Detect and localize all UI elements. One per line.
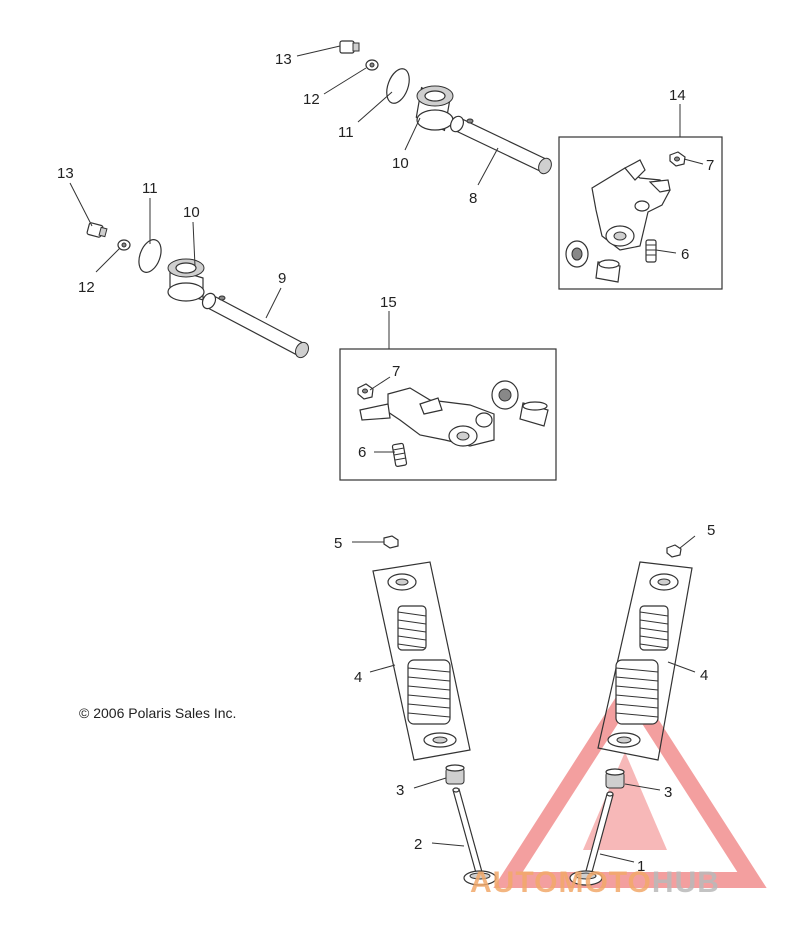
valve-spring-stack-left <box>372 535 497 886</box>
callout-11: 11 <box>142 180 158 197</box>
callout-4: 4 <box>354 669 362 686</box>
shaft-9 <box>201 292 309 359</box>
rocker-arm-assembly-14 <box>558 136 723 290</box>
callout-9: 9 <box>278 270 286 287</box>
valve-seal-3-right <box>605 768 625 789</box>
leader-lines <box>69 45 704 863</box>
callout-13: 13 <box>57 165 74 182</box>
watermark-text: AUTOMOTOHUB <box>470 866 720 899</box>
valve-2 <box>452 787 497 886</box>
cap-10-left <box>167 258 205 302</box>
outer-spring-left <box>407 659 451 725</box>
callout-12: 12 <box>303 91 320 108</box>
callout-7: 7 <box>706 157 714 174</box>
callout-12: 12 <box>78 279 95 296</box>
oring-11-upper <box>386 68 410 104</box>
callout-10: 10 <box>183 204 200 221</box>
rocker-arm-assembly-15 <box>339 348 557 481</box>
callout-3: 3 <box>396 782 404 799</box>
oring-11-left <box>138 239 162 273</box>
keeper-5-left <box>383 535 399 549</box>
callout-7: 7 <box>392 363 400 380</box>
callout-14: 14 <box>669 87 686 104</box>
upper-rocker-shaft-group <box>339 40 552 175</box>
keeper-5-right <box>666 544 682 558</box>
callout-5: 5 <box>707 522 715 539</box>
left-rocker-shaft-group <box>86 222 309 359</box>
screw-13-left <box>86 222 108 238</box>
callout-5: 5 <box>334 535 342 552</box>
shaft-8 <box>449 115 552 175</box>
inner-spring-left <box>397 605 427 651</box>
valve-seal-3-left <box>445 764 465 785</box>
callout-labels: 13 12 11 10 8 14 7 6 13 11 10 12 9 15 7 … <box>57 51 715 875</box>
inner-spring-right <box>639 605 669 651</box>
callout-1: 1 <box>637 858 645 875</box>
watermark-brand: AUTOMOTOHUB <box>470 866 720 899</box>
cap-10-upper <box>415 85 454 132</box>
screw-13-upper <box>339 40 360 54</box>
callout-8: 8 <box>469 190 477 207</box>
valve-1 <box>569 791 614 886</box>
callout-6: 6 <box>681 246 689 263</box>
callout-3: 3 <box>664 784 672 801</box>
callout-15: 15 <box>380 294 397 311</box>
callout-11: 11 <box>338 124 354 141</box>
callout-4: 4 <box>700 667 708 684</box>
outer-spring-right <box>615 659 659 725</box>
callout-2: 2 <box>414 836 422 853</box>
valve-spring-stack-right <box>569 544 693 886</box>
callout-13: 13 <box>275 51 292 68</box>
callout-6: 6 <box>358 444 366 461</box>
callout-10: 10 <box>392 155 409 172</box>
copyright-notice: © 2006 Polaris Sales Inc. <box>79 705 236 721</box>
